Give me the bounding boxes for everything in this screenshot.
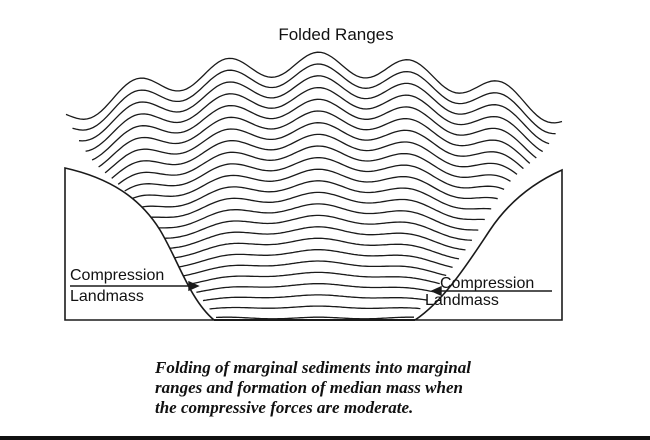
left-landmass <box>64 167 217 321</box>
right-arrow-icon <box>430 285 552 297</box>
caption-line-3: the compressive forces are moderate. <box>155 398 414 417</box>
fold-line <box>117 145 511 185</box>
diagram-title: Folded Ranges <box>278 25 393 44</box>
fold-line <box>196 283 434 293</box>
fold-line <box>65 51 563 124</box>
fold-line <box>130 168 498 200</box>
fold-line <box>163 226 466 251</box>
fold-line <box>183 260 447 277</box>
right-landmass <box>412 168 563 321</box>
fold-line <box>144 191 485 221</box>
fold-line <box>157 214 472 241</box>
fold-line <box>216 316 414 320</box>
fold-line <box>72 63 556 135</box>
fold-line <box>137 180 492 210</box>
left-arrow-icon <box>70 280 200 292</box>
left-compression-label: Compression <box>70 267 164 284</box>
fold-line <box>176 249 453 269</box>
fold-line <box>189 271 440 285</box>
fold-line <box>170 237 460 260</box>
caption-line-1: Folding of marginal sediments into margi… <box>155 358 471 377</box>
fold-line <box>104 122 524 174</box>
fold-line <box>85 86 544 153</box>
fold-line <box>111 133 518 179</box>
fold-lines <box>65 51 563 320</box>
right-compression-label: Compression <box>440 275 534 292</box>
figure-caption: Folding of marginal sediments into margi… <box>155 358 635 418</box>
bottom-border <box>0 436 650 440</box>
caption-line-2: ranges and formation of median mass when <box>155 378 463 397</box>
fold-line <box>78 75 550 145</box>
fold-line <box>91 98 537 161</box>
fold-line <box>124 157 505 192</box>
fold-line <box>202 294 428 302</box>
left-landmass-label: Landmass <box>70 288 144 305</box>
fold-line <box>98 110 531 168</box>
fold-line <box>209 305 421 310</box>
fold-line <box>150 203 479 231</box>
right-landmass-label: Landmass <box>425 292 499 309</box>
